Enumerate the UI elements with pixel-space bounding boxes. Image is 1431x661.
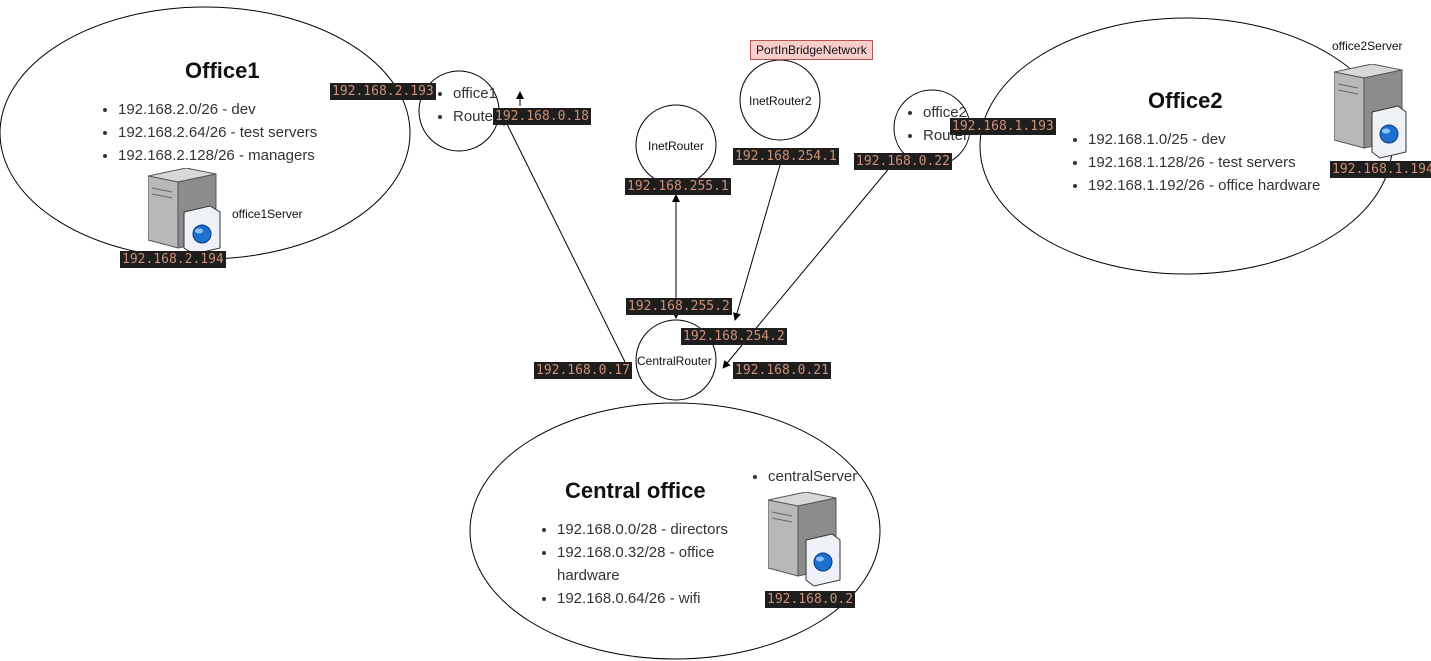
- central-office-subnet-list: 192.168.0.0/28 - directors 192.168.0.32/…: [537, 518, 742, 610]
- list-item: 192.168.1.192/26 - office hardware: [1088, 174, 1320, 197]
- central-router-ip-inet: 192.168.255.2: [626, 298, 732, 315]
- office2-server-ip: 192.168.1.194: [1330, 161, 1431, 178]
- central-office-title: Central office: [565, 478, 706, 503]
- port-in-bridge-network-tag: PortInBridgeNetwork: [750, 40, 873, 60]
- office1-server-icon[interactable]: [147, 167, 222, 259]
- inet-router-label: InetRouter: [648, 139, 705, 153]
- central-server-ip: 192.168.0.2: [765, 591, 856, 608]
- office1-subnet-list: 192.168.2.0/26 - dev 192.168.2.64/26 - t…: [98, 98, 317, 167]
- list-item: 192.168.2.0/26 - dev: [118, 98, 317, 121]
- office2-router-list: office2 Router: [903, 101, 968, 147]
- inet-router2-ip: 192.168.254.1: [733, 148, 839, 165]
- central-server-icon[interactable]: [767, 491, 842, 593]
- list-item: 192.168.0.32/28 - office hardware: [557, 541, 742, 587]
- list-item: office2: [923, 101, 968, 124]
- office2-subnet-list: 192.168.1.0/25 - dev 192.168.1.128/26 - …: [1068, 128, 1320, 197]
- link-central-office1: [503, 117, 628, 367]
- office1-server-label: office1Server: [232, 207, 303, 221]
- central-router-label: CentralRouter: [637, 354, 712, 368]
- office2-title: Office2: [1148, 88, 1223, 113]
- central-router-ip-office2: 192.168.0.21: [733, 362, 831, 379]
- list-item: 192.168.1.128/26 - test servers: [1088, 151, 1320, 174]
- link-inet2-central: [733, 164, 781, 321]
- list-item: 192.168.0.0/28 - directors: [557, 518, 742, 541]
- central-server-list: centralServer: [748, 465, 857, 488]
- office2-server-label: office2Server: [1332, 39, 1403, 53]
- list-item: office1: [453, 82, 498, 105]
- list-item: Router: [453, 105, 498, 128]
- list-item: 192.168.2.64/26 - test servers: [118, 121, 317, 144]
- office2-router-ip-right: 192.168.1.193: [950, 118, 1056, 135]
- central-router-ip-office1: 192.168.0.17: [534, 362, 632, 379]
- central-server-label: centralServer: [768, 465, 857, 488]
- office1-server-ip: 192.168.2.194: [120, 251, 226, 268]
- office1-router-list: office1 Router: [433, 82, 498, 128]
- office2-server-icon[interactable]: [1333, 63, 1408, 165]
- inet-router2-circle: [739, 59, 821, 141]
- inet-router2-label: InetRouter2: [749, 94, 812, 108]
- inet-router-ip: 192.168.255.1: [625, 178, 731, 195]
- office1-router-ip-right: 192.168.0.18: [493, 108, 591, 125]
- list-item: 192.168.2.128/26 - managers: [118, 144, 317, 167]
- office1-title: Office1: [185, 58, 260, 83]
- office2-router-ip-left: 192.168.0.22: [854, 153, 952, 170]
- central-router-ip-inet2: 192.168.254.2: [681, 328, 787, 345]
- office1-router-ip-left: 192.168.2.193: [330, 83, 436, 100]
- list-item: 192.168.0.64/26 - wifi: [557, 587, 742, 610]
- list-item: 192.168.1.0/25 - dev: [1088, 128, 1320, 151]
